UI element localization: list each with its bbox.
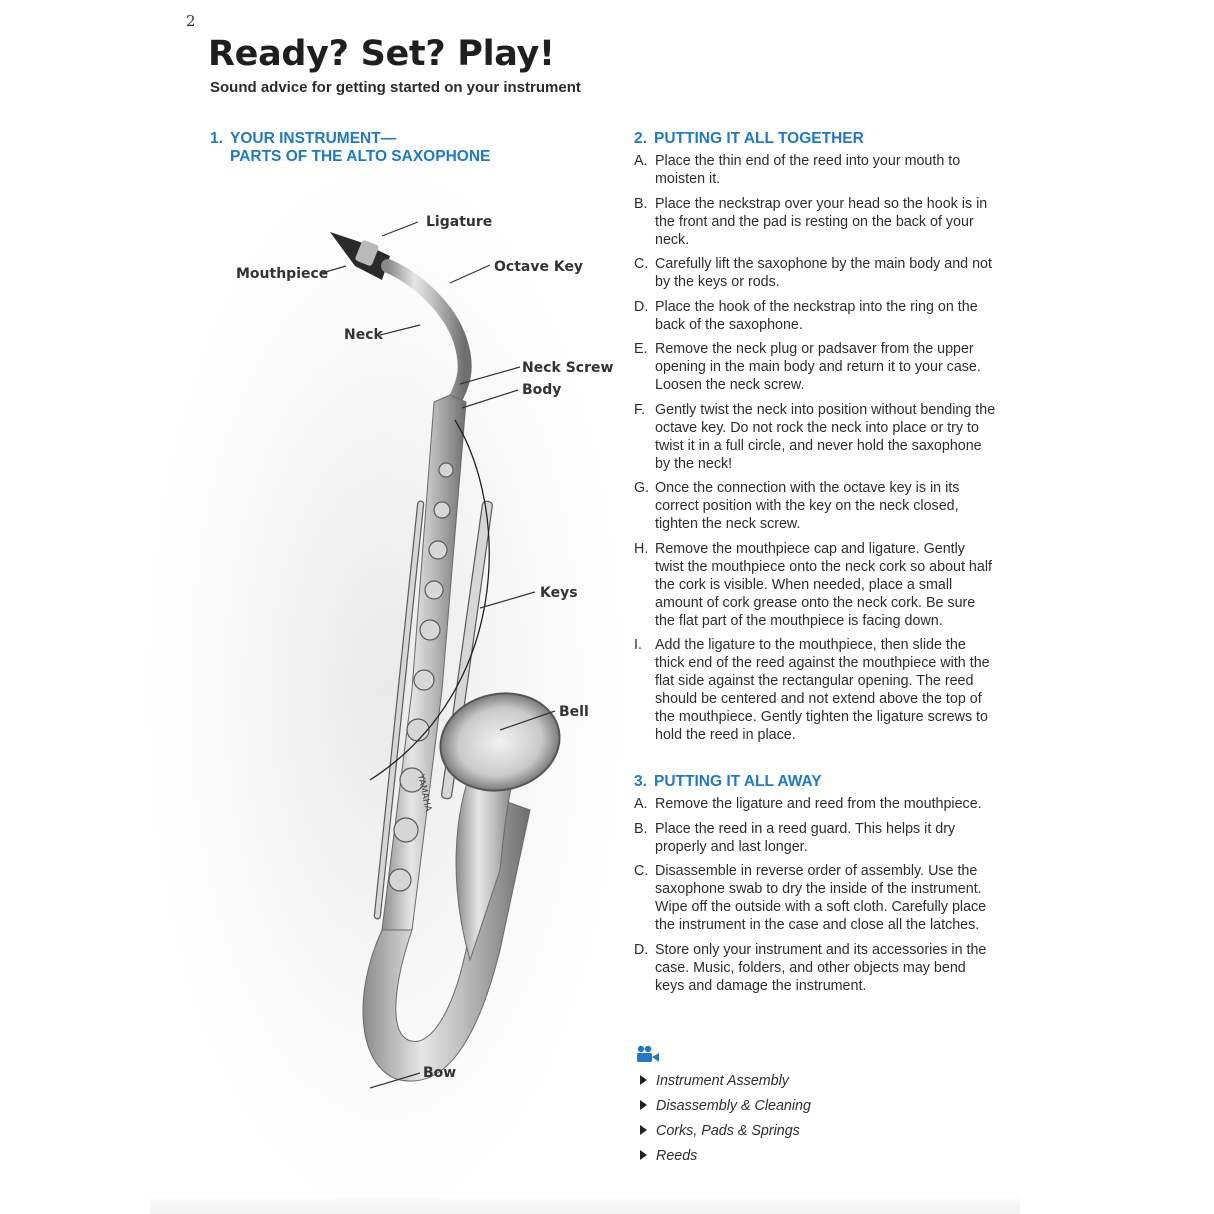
section-1-heading: 1. YOUR INSTRUMENT— PARTS OF THE ALTO SAX…: [210, 130, 490, 166]
leader-lines: [321, 221, 556, 1089]
step-letter: D.: [634, 941, 649, 958]
step-text: Remove the ligature and reed from the mo…: [655, 796, 982, 812]
play-triangle-icon: [640, 1125, 647, 1135]
bell-opening-shape: [439, 692, 561, 792]
step-item: B. Place the neckstrap over your head so …: [634, 195, 996, 249]
video-link-reeds[interactable]: Reeds: [640, 1147, 811, 1172]
step-letter: D.: [634, 298, 649, 315]
video-link-label: Disassembly & Cleaning: [656, 1098, 811, 1114]
step-letter: F.: [634, 401, 646, 418]
page-subtitle: Sound advice for getting started on your…: [210, 79, 581, 96]
neck-shape: [381, 259, 472, 407]
step-letter: H.: [634, 540, 649, 557]
step-text: Gently twist the neck into position with…: [655, 401, 996, 472]
body-shape: [381, 394, 467, 931]
step-item: D. Store only your instrument and its acc…: [634, 941, 996, 995]
step-text: Store only your instrument and its acces…: [655, 941, 987, 994]
step-item: A. Remove the ligature and reed from the …: [634, 795, 996, 813]
step-item: H. Remove the mouthpiece cap and ligature…: [634, 540, 996, 630]
label-neck: Neck: [344, 327, 383, 343]
section-1-number: 1.: [210, 130, 223, 147]
step-letter: A.: [634, 153, 648, 169]
step-text: Remove the mouthpiece cap and ligature. …: [655, 540, 992, 629]
step-letter: B.: [634, 195, 648, 212]
section-2-number: 2.: [634, 130, 647, 147]
video-link-label: Instrument Assembly: [656, 1073, 789, 1089]
step-text: Place the neckstrap over your head so th…: [655, 195, 988, 248]
video-link-label: Corks, Pads & Springs: [656, 1123, 800, 1139]
alto-saxophone-illustration: YAMAHA: [321, 221, 561, 1089]
step-letter: E.: [634, 341, 648, 357]
step-item: B. Place the reed in a reed guard. This h…: [634, 820, 996, 856]
step-letter: I.: [634, 637, 642, 653]
section-2-steps: A. Place the thin end of the reed into yo…: [634, 152, 996, 751]
step-item: G. Once the connection with the octave ke…: [634, 479, 996, 533]
step-text: Remove the neck plug or padsaver from th…: [655, 341, 981, 393]
section-1-heading-line1: YOUR INSTRUMENT—: [230, 130, 397, 147]
video-camera-icon: [637, 1045, 659, 1062]
label-mouthpiece: Mouthpiece: [236, 266, 329, 282]
step-text: Place the reed in a reed guard. This hel…: [655, 820, 956, 855]
step-text: Carefully lift the saxophone by the main…: [655, 256, 992, 290]
page-bottom-edge: [150, 1198, 1020, 1214]
step-item: C. Carefully lift the saxophone by the ma…: [634, 255, 996, 291]
video-link-label: Reeds: [656, 1148, 698, 1164]
step-text: Place the thin end of the reed into your…: [655, 153, 961, 187]
page-number: 2: [186, 12, 196, 30]
section-3-heading: 3. PUTTING IT ALL AWAY: [634, 773, 822, 791]
step-text: Add the ligature to the mouthpiece, then…: [655, 637, 990, 743]
section-3-steps: A. Remove the ligature and reed from the …: [634, 795, 996, 1001]
section-2-heading-text: PUTTING IT ALL TOGETHER: [654, 130, 864, 147]
video-link-corks-pads-springs[interactable]: Corks, Pads & Springs: [640, 1122, 811, 1147]
label-bell: Bell: [559, 704, 589, 720]
mouthpiece-shape: [330, 232, 390, 280]
label-keys: Keys: [540, 585, 578, 601]
step-letter: C.: [634, 863, 649, 879]
play-triangle-icon: [640, 1100, 647, 1110]
video-links: Instrument Assembly Disassembly & Cleani…: [640, 1072, 811, 1172]
step-item: D. Place the hook of the neckstrap into t…: [634, 298, 996, 334]
label-body: Body: [522, 382, 562, 398]
step-text: Disassemble in reverse order of assembly…: [655, 863, 987, 933]
play-triangle-icon: [640, 1150, 647, 1160]
step-text: Once the connection with the octave key …: [655, 480, 960, 532]
step-item: C. Disassemble in reverse order of assemb…: [634, 862, 996, 934]
label-neck-screw: Neck Screw: [522, 360, 614, 376]
label-ligature: Ligature: [426, 214, 493, 230]
step-letter: B.: [634, 820, 648, 837]
step-letter: C.: [634, 256, 649, 272]
keys-bracket-line: [369, 419, 490, 781]
video-link-instrument-assembly[interactable]: Instrument Assembly: [640, 1072, 811, 1097]
step-letter: A.: [634, 796, 648, 812]
step-item: I. Add the ligature to the mouthpiece, th…: [634, 636, 996, 744]
section-3-number: 3.: [634, 773, 647, 790]
label-bow: Bow: [423, 1065, 457, 1081]
page-title: Ready? Set? Play!: [208, 34, 555, 74]
section-2-heading: 2. PUTTING IT ALL TOGETHER: [634, 130, 864, 148]
step-item: E. Remove the neck plug or padsaver from …: [634, 340, 996, 394]
step-item: F. Gently twist the neck into position wi…: [634, 401, 996, 473]
section-1-heading-line2: PARTS OF THE ALTO SAXOPHONE: [230, 148, 491, 165]
step-item: A. Place the thin end of the reed into yo…: [634, 152, 996, 188]
video-link-disassembly-cleaning[interactable]: Disassembly & Cleaning: [640, 1097, 811, 1122]
play-triangle-icon: [640, 1075, 647, 1085]
label-octave-key: Octave Key: [494, 259, 584, 275]
step-text: Place the hook of the neckstrap into the…: [655, 298, 978, 333]
section-3-heading-text: PUTTING IT ALL AWAY: [654, 773, 822, 790]
step-letter: G.: [634, 480, 650, 496]
